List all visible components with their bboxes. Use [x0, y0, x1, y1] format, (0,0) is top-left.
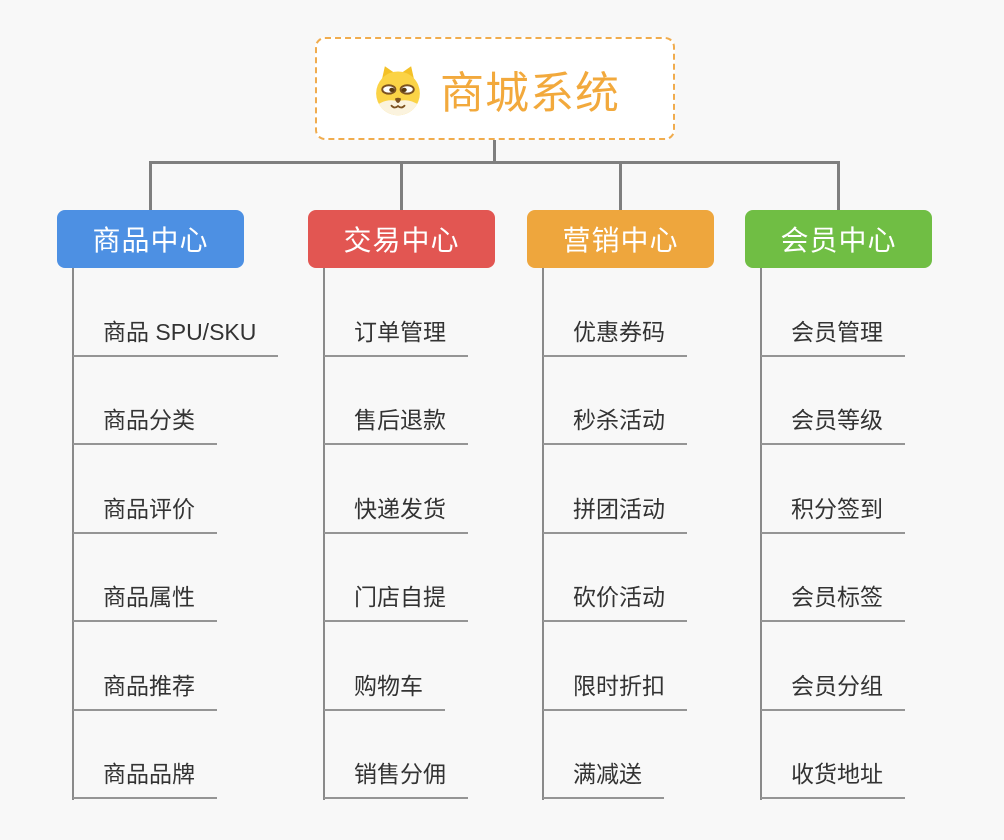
child-topic[interactable]: 会员分组 [761, 667, 905, 711]
child-topic[interactable]: 砍价活动 [543, 578, 687, 622]
branch-topic-label: 交易中心 [343, 225, 460, 256]
root-topic[interactable]: 商城系统 [315, 37, 675, 140]
child-topic[interactable]: 购物车 [324, 667, 445, 711]
branch-children: 商品 SPU/SKU 商品分类商品评价商品属性商品推荐商品品牌 [73, 268, 279, 799]
child-topic[interactable]: 商品分类 [73, 401, 217, 445]
child-topic[interactable]: 门店自提 [324, 578, 468, 622]
child-topic[interactable]: 秒杀活动 [543, 401, 687, 445]
branch: 会员中心 会员管理会员等级积分签到会员标签会员分组收货地址 [745, 210, 932, 800]
branch-topic-label: 商品中心 [92, 225, 209, 256]
connector-branch-drop-4 [837, 161, 840, 210]
child-topic[interactable]: 限时折扣 [543, 667, 687, 711]
root-topic-label: 商城系统 [440, 68, 620, 118]
branch-topic[interactable]: 商品中心 [57, 210, 244, 268]
child-topic[interactable]: 快递发货 [324, 490, 468, 534]
child-topic[interactable]: 售后退款 [324, 401, 468, 445]
child-topic[interactable]: 商品推荐 [73, 667, 217, 711]
branch-spine-line [542, 268, 544, 800]
branch: 交易中心 订单管理售后退款快递发货门店自提购物车销售分佣 [308, 210, 495, 800]
connector-horizontal [149, 161, 840, 164]
branch-spine-line [760, 268, 762, 800]
child-topic[interactable]: 商品属性 [73, 578, 217, 622]
dog-face-icon [370, 59, 426, 119]
branch-topic[interactable]: 会员中心 [745, 210, 932, 268]
child-topic[interactable]: 会员标签 [761, 578, 905, 622]
child-topic[interactable]: 积分签到 [761, 490, 905, 534]
child-topic[interactable]: 满减送 [543, 755, 664, 799]
child-topic[interactable]: 商品评价 [73, 490, 217, 534]
child-topic[interactable]: 拼团活动 [543, 490, 687, 534]
connector-root-drop [493, 140, 496, 163]
branch-topic-label: 营销中心 [562, 225, 679, 256]
branch-spine-line [72, 268, 74, 800]
branch-topic[interactable]: 交易中心 [308, 210, 495, 268]
branch-children: 优惠券码秒杀活动拼团活动砍价活动限时折扣满减送 [543, 268, 687, 799]
branch-children: 会员管理会员等级积分签到会员标签会员分组收货地址 [761, 268, 905, 799]
child-topic[interactable]: 会员管理 [761, 313, 905, 357]
branch-topic[interactable]: 营销中心 [527, 210, 714, 268]
child-topic[interactable]: 收货地址 [761, 755, 905, 799]
child-topic[interactable]: 商品品牌 [73, 755, 217, 799]
child-topic[interactable]: 商品 SPU/SKU [73, 313, 279, 357]
connector-branch-drop-2 [400, 161, 403, 210]
child-topic[interactable]: 订单管理 [324, 313, 468, 357]
branch: 营销中心 优惠券码秒杀活动拼团活动砍价活动限时折扣满减送 [527, 210, 714, 800]
connector-branch-drop-1 [149, 161, 152, 210]
connector-branch-drop-3 [619, 161, 622, 210]
branch-topic-label: 会员中心 [780, 225, 897, 256]
child-topic[interactable]: 优惠券码 [543, 313, 687, 357]
branch-children: 订单管理售后退款快递发货门店自提购物车销售分佣 [324, 268, 468, 799]
child-topic[interactable]: 销售分佣 [324, 755, 468, 799]
branch: 商品中心 商品 SPU/SKU 商品分类商品评价商品属性商品推荐商品品牌 [57, 210, 279, 800]
branch-spine-line [323, 268, 325, 800]
child-topic[interactable]: 会员等级 [761, 401, 905, 445]
